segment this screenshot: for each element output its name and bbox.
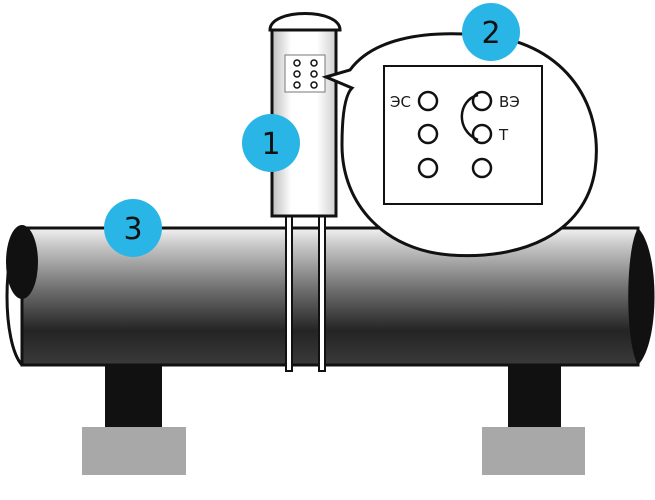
sensor-housing [268,12,342,218]
callout-badge-2: 2 [462,3,520,61]
terminal-ve [471,90,493,112]
sensor-cap [268,12,342,32]
small-terminal [310,59,318,67]
small-terminal [310,81,318,89]
terminal-es [417,90,439,112]
support-base-right [482,427,585,475]
terminal-label-es: ЭС [390,93,411,111]
badge-number: 3 [123,212,142,247]
terminal-bottom-left [417,157,439,179]
sensor-terminal-window [284,54,326,93]
small-terminal [293,59,301,67]
probe-rod-right [318,215,326,372]
terminal-bottom-right [471,157,493,179]
callout-badge-3: 3 [104,199,162,257]
terminal-mid-left [417,123,439,145]
small-terminal [293,70,301,78]
pipe-end-left-outline [5,226,24,367]
sensor-terminal-dots [293,59,318,89]
callout-badge-1: 1 [242,114,300,172]
pipe [5,225,655,367]
pipe-end-right [628,228,655,365]
badge-circle [462,3,520,61]
badge-circle [104,199,162,257]
small-terminal [310,70,318,78]
support-base-left [82,427,186,475]
terminal-block-panel [383,65,543,205]
terminal-label-ve: ВЭ [499,93,520,111]
jumper-wire [460,93,479,142]
badge-circle [242,114,300,172]
badge-number: 2 [481,16,500,51]
terminal-block-zoom: ЭС ВЭ Т [321,32,598,258]
terminal-label-t: Т [498,126,509,144]
badge-number: 1 [261,127,280,162]
probe-rod-left [285,215,293,372]
small-terminal [293,81,301,89]
